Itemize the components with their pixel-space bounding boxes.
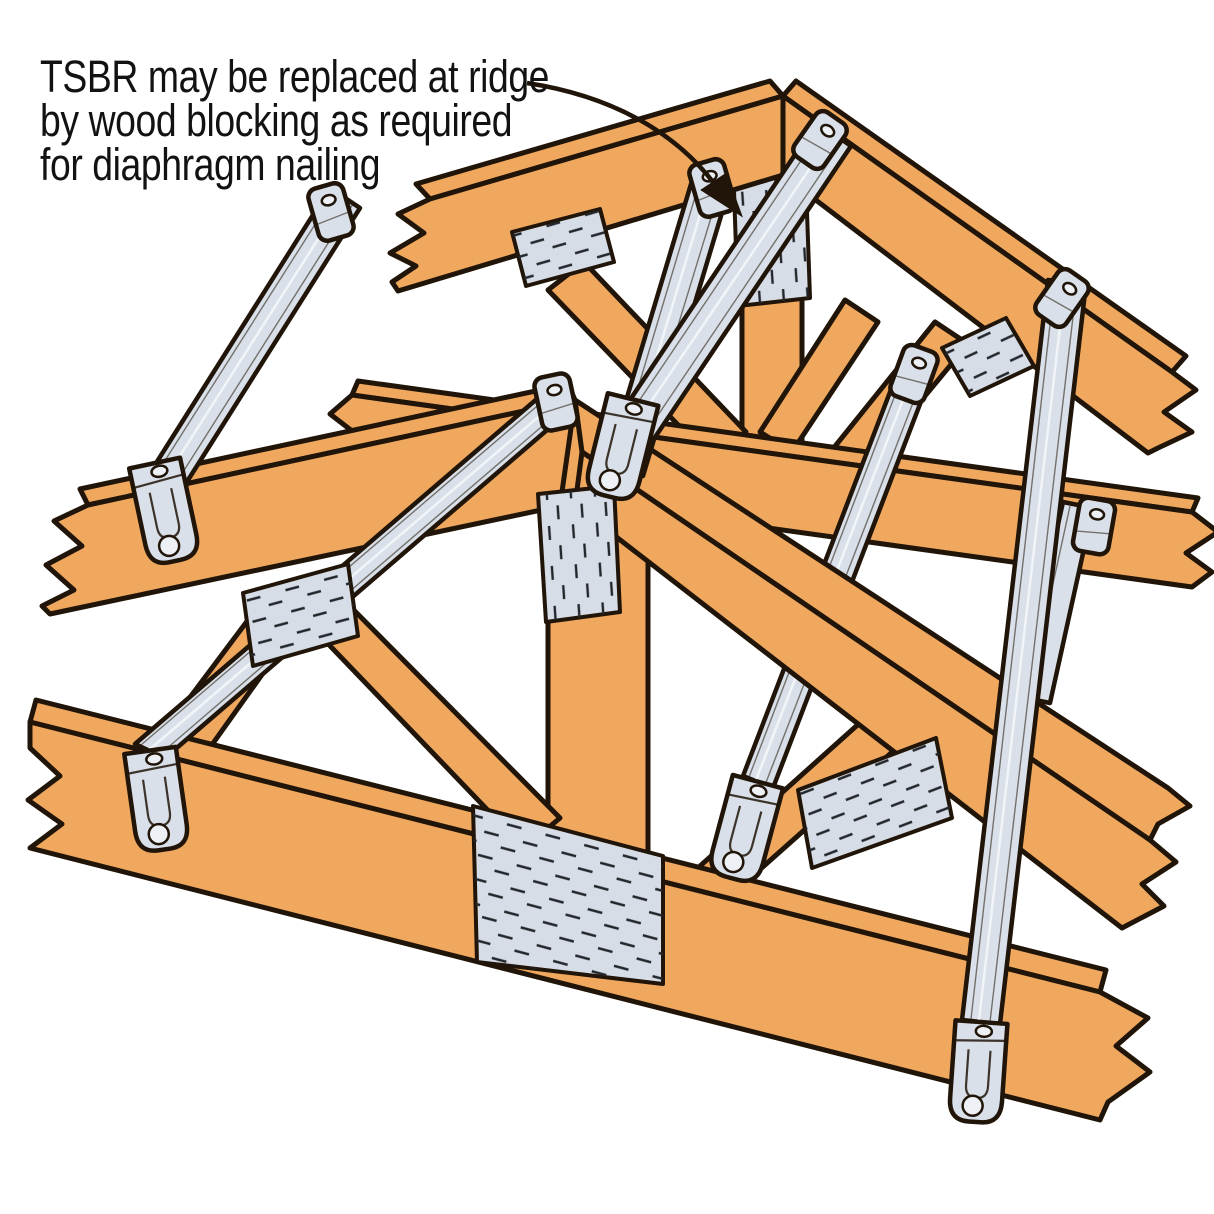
annotation-line: for diaphragm nailing [40, 139, 381, 190]
gusset-plate-web-left [241, 562, 360, 668]
tsbr-brace-ridge [584, 108, 854, 503]
annotation-line: by wood blocking as required [40, 95, 513, 146]
brace-hook-tab [888, 342, 940, 405]
back-top-chord-right [780, 93, 1199, 456]
brace-foot [707, 775, 783, 885]
tsbr-brace-right-long [949, 266, 1093, 1124]
brace-foot [124, 747, 189, 853]
annotation-text: TSBR may be replaced at ridge by wood bl… [40, 51, 550, 190]
tsbr-brace-far-left [129, 181, 363, 566]
gusset-plate-back-right [940, 316, 1036, 398]
arrowhead-icon [700, 172, 743, 218]
brace-foot [949, 1020, 1008, 1123]
brace-hook-tab [1072, 496, 1117, 555]
gusset-plate-king-post-base [471, 804, 665, 986]
annotation-arrow [526, 80, 743, 218]
ridge-plate-front [536, 484, 622, 624]
gusset-plate-web-right [796, 736, 954, 870]
annotation-line: TSBR may be replaced at ridge [40, 51, 550, 102]
gusset-plate-back-left [510, 207, 616, 288]
